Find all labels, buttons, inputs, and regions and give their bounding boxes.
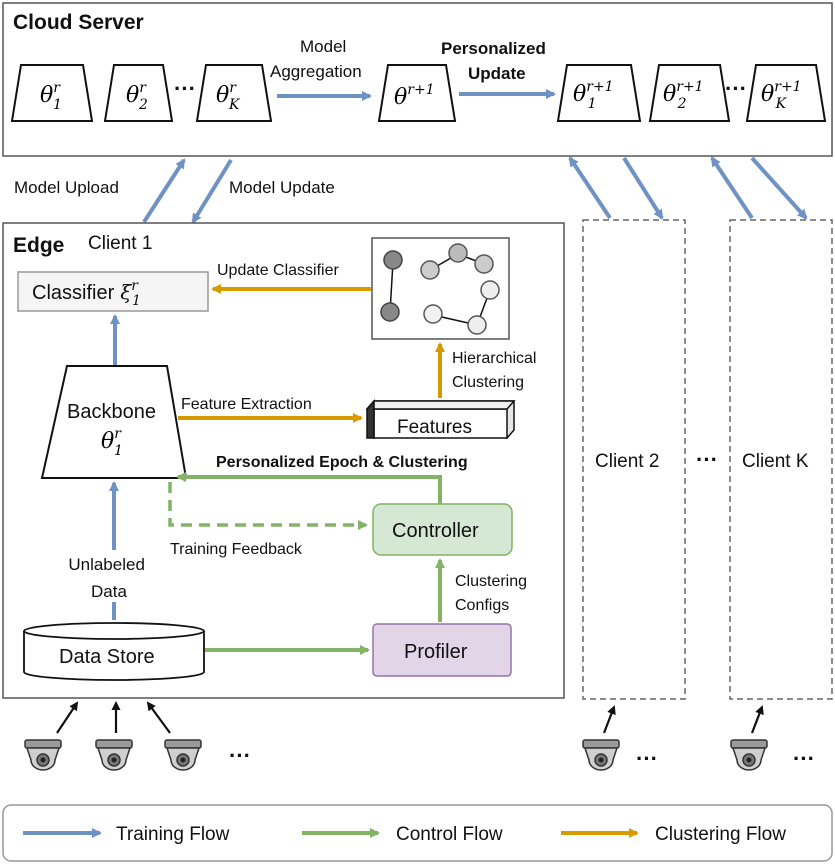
controller-label: Controller xyxy=(392,520,479,542)
training-feedback-arrow xyxy=(168,482,368,530)
client2-label: Client 2 xyxy=(595,451,659,472)
model-update-label: Model Update xyxy=(229,178,335,197)
clientk-upload-arrow xyxy=(710,156,754,220)
data-store-label: Data Store xyxy=(59,646,155,668)
edge-title: Edge xyxy=(13,234,64,257)
clientk-label: Client K xyxy=(742,451,809,472)
clients-ellipsis: ··· xyxy=(696,447,718,472)
camera-1 xyxy=(24,739,62,771)
legend-training-label: Training Flow xyxy=(116,824,230,845)
data-store-cylinder xyxy=(23,622,205,681)
clientk-update-arrow xyxy=(750,156,808,220)
cloud-server-title: Cloud Server xyxy=(13,11,144,34)
personalized-update-label: Personalized Update xyxy=(441,39,551,83)
camera-3 xyxy=(164,739,202,771)
camera-3-arrow xyxy=(146,701,171,734)
camera-client2-arrow xyxy=(602,705,616,734)
cloud-ellipsis-left: ··· xyxy=(174,76,196,101)
camera-clientk xyxy=(730,739,768,771)
feature-extraction-label: Feature Extraction xyxy=(181,396,312,413)
features-box xyxy=(365,399,516,439)
model-upload-arrow xyxy=(142,158,186,224)
personalized-epoch-arrow xyxy=(176,472,442,504)
theta-global-box: θr+1 xyxy=(377,64,457,122)
update-classifier-label: Update Classifier xyxy=(217,262,340,279)
controller-box xyxy=(372,503,513,556)
legend-clustering-label: Clustering Flow xyxy=(655,824,786,845)
clustering-graph xyxy=(371,237,510,340)
model-aggregation-label: Model Aggregation xyxy=(270,37,362,81)
svg-text:θr2: θr2 xyxy=(126,80,148,113)
cameras-ellipsis-clientk: ··· xyxy=(793,746,815,771)
profiler-label: Profiler xyxy=(404,641,468,663)
client2-upload-arrow xyxy=(568,156,612,220)
training-feedback-label: Training Feedback xyxy=(170,541,303,558)
cameras-ellipsis-client2: ··· xyxy=(636,746,658,771)
clustering-configs-label: Clustering Configs xyxy=(455,573,531,614)
camera-2 xyxy=(95,739,133,771)
camera-1-arrow xyxy=(56,701,79,734)
client1-label: Client 1 xyxy=(88,233,152,254)
hierarchical-clustering-label: Hierarchical Clustering xyxy=(452,350,541,391)
legend-control-label: Control Flow xyxy=(396,824,503,845)
model-update-arrow xyxy=(191,158,233,224)
personalized-epoch-label: Personalized Epoch & Clustering xyxy=(216,454,468,471)
client2-update-arrow xyxy=(622,156,664,220)
backbone-label: Backbone xyxy=(67,401,156,423)
profiler-box xyxy=(372,623,512,677)
legend-box xyxy=(2,804,833,862)
cameras-ellipsis-edge: ··· xyxy=(229,743,251,768)
camera-clientk-arrow xyxy=(750,705,764,734)
model-upload-label: Model Upload xyxy=(14,178,119,197)
camera-client2 xyxy=(582,739,620,771)
svg-text:θr1: θr1 xyxy=(40,80,62,113)
client2-box xyxy=(582,219,686,700)
cloud-ellipsis-right: ··· xyxy=(725,76,747,101)
unlabeled-data-label: Unlabeled Data xyxy=(68,555,149,601)
classifier-box xyxy=(17,271,209,312)
clientk-box xyxy=(729,219,833,700)
features-label: Features xyxy=(397,417,472,438)
